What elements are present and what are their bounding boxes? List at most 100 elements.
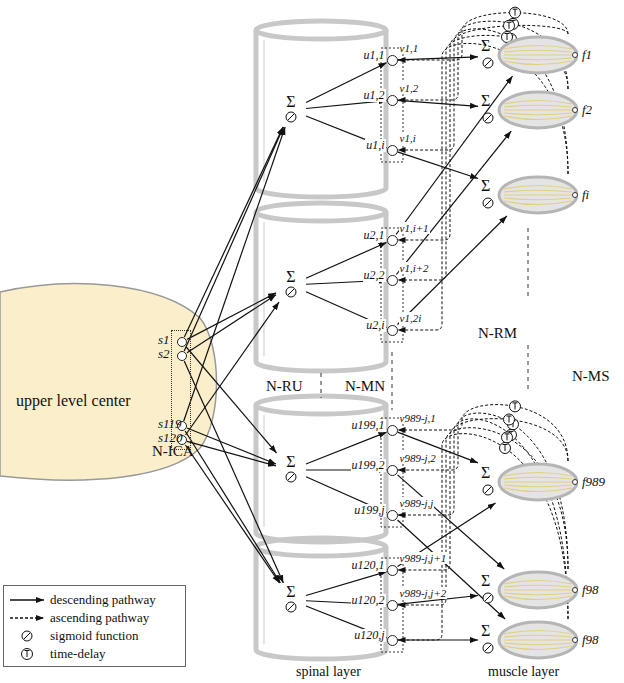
node-label: u1,1: [363, 49, 386, 62]
descending-pathway: [187, 293, 276, 340]
motoneuron: u1,i: [387, 145, 398, 156]
node-label: s120: [158, 431, 171, 433]
muscle: Σfi: [478, 174, 578, 216]
force-label: f1: [582, 47, 592, 63]
group-label: N-RM: [478, 325, 517, 342]
sum-symbol: Σ: [481, 177, 490, 194]
ascending-signal-label: v989-j,j+1: [399, 552, 448, 564]
motoneuron: u2,1: [387, 235, 398, 246]
sigmoid-symbol: [482, 484, 494, 496]
muscle-shape: [478, 174, 578, 216]
motoneuron: u1,1: [387, 55, 398, 66]
time-delay-symbol: [504, 414, 515, 425]
descending-pathway: [187, 295, 276, 353]
muscle: Σf98: [478, 619, 578, 661]
node-label: upper level center: [16, 392, 131, 410]
ascending-signal-label: v989-j,1: [399, 412, 437, 424]
time-delay-symbol: [500, 443, 511, 454]
legend-text: descending pathway: [50, 592, 156, 608]
force-label: f98: [582, 582, 599, 598]
node-label: s2: [158, 347, 171, 349]
descending-pathway: [187, 441, 276, 465]
motoneuron: u120,2: [387, 600, 398, 611]
node-label: u120,j: [353, 629, 385, 642]
sum-symbol: Σ: [481, 572, 490, 589]
descending-pathway: [184, 361, 283, 583]
ica-neuron: s1: [177, 337, 187, 347]
layer-label: spinal layer: [296, 664, 361, 680]
sigmoid-symbol: [482, 197, 494, 209]
sum-symbol: Σ: [276, 453, 306, 470]
ascending-signal-label: v1,i+1: [399, 222, 430, 234]
ascending-signal-label: v1,i+2: [399, 262, 430, 274]
sigmoid-symbol: [285, 286, 297, 298]
sigmoid-symbol: [482, 642, 494, 654]
upper-center-shape: [0, 284, 217, 480]
descending-pathway: [398, 100, 479, 106]
descending-pathway: [186, 302, 280, 435]
motoneuron: u2,i: [387, 325, 398, 336]
recurrent-unit: Σ: [276, 93, 306, 127]
ica-neuron: s2: [177, 351, 187, 361]
muscle-shape: [478, 619, 578, 661]
descending-pathway: [398, 152, 479, 179]
sum-symbol: Σ: [276, 583, 306, 600]
legend-samples: [10, 600, 44, 660]
muscle-shape: [478, 461, 578, 503]
descending-pathway: [306, 572, 387, 596]
sum-symbol: Σ: [276, 268, 306, 285]
muscle-shape: [478, 34, 578, 76]
group-label: N-MS: [572, 368, 610, 385]
node-label: u120,1: [351, 559, 386, 572]
sigmoid-symbol: [285, 471, 297, 483]
spinal-segment-inner: [263, 40, 265, 644]
descending-pathway: [398, 216, 507, 325]
recurrent-unit: Σ: [276, 453, 306, 487]
ica-neuron: s119: [177, 421, 187, 431]
descending-pathway: [398, 432, 479, 463]
force-label: f989: [582, 474, 605, 490]
descending-pathway: [398, 475, 505, 569]
motoneuron: u1,2: [387, 95, 398, 106]
recurrent-unit: Σ: [276, 268, 306, 302]
descending-pathway: [185, 445, 279, 583]
time-delay-symbol: [510, 7, 521, 18]
muscle-shape: [478, 569, 578, 611]
ascending-signal-label: v989-j,j+2: [399, 587, 448, 599]
node-label: u120,2: [351, 594, 386, 607]
node-label: s1: [158, 333, 171, 335]
legend-text: time-delay: [50, 646, 106, 662]
motoneuron: u199,1: [387, 425, 398, 436]
recurrent-unit: Σ: [276, 583, 306, 617]
ascending-signal-label: v1,2: [399, 82, 420, 94]
legend-text: sigmoid function: [50, 628, 138, 644]
motoneuron: u199,j: [387, 510, 398, 521]
ascending-signal-label: v989-j,j: [399, 497, 435, 509]
motoneuron: u199,2: [387, 465, 398, 476]
node-label: u199,j: [353, 504, 385, 517]
upper-level-center: upper level centerN-ICAs1s2s119s120: [0, 280, 215, 480]
sum-symbol: Σ: [481, 37, 490, 54]
ascending-signal-label: v989-j,2: [399, 452, 437, 464]
node-label: u1,i: [365, 139, 385, 152]
node-label: u1,2: [363, 89, 386, 102]
sigmoid-symbol: [482, 112, 494, 124]
descending-pathway: [398, 503, 496, 566]
node-label: u2,1: [363, 229, 386, 242]
muscle: Σf2: [478, 89, 578, 131]
descending-pathway: [187, 428, 276, 464]
sigmoid-symbol: [285, 601, 297, 613]
sum-symbol: Σ: [276, 93, 306, 110]
force-label: f98: [582, 632, 599, 648]
descending-pathway: [396, 131, 511, 275]
descending-pathway: [398, 57, 479, 60]
muscle: Σf1: [478, 34, 578, 76]
muscle: Σf98: [478, 569, 578, 611]
time-delay-symbol: [502, 432, 513, 443]
descending-pathway: [184, 127, 285, 421]
group-label: N-MN: [345, 378, 385, 395]
node-label: s119: [158, 417, 171, 419]
descending-pathway: [185, 431, 280, 583]
legend-text: ascending pathway: [50, 610, 149, 626]
muscle: Σf989: [478, 461, 578, 503]
